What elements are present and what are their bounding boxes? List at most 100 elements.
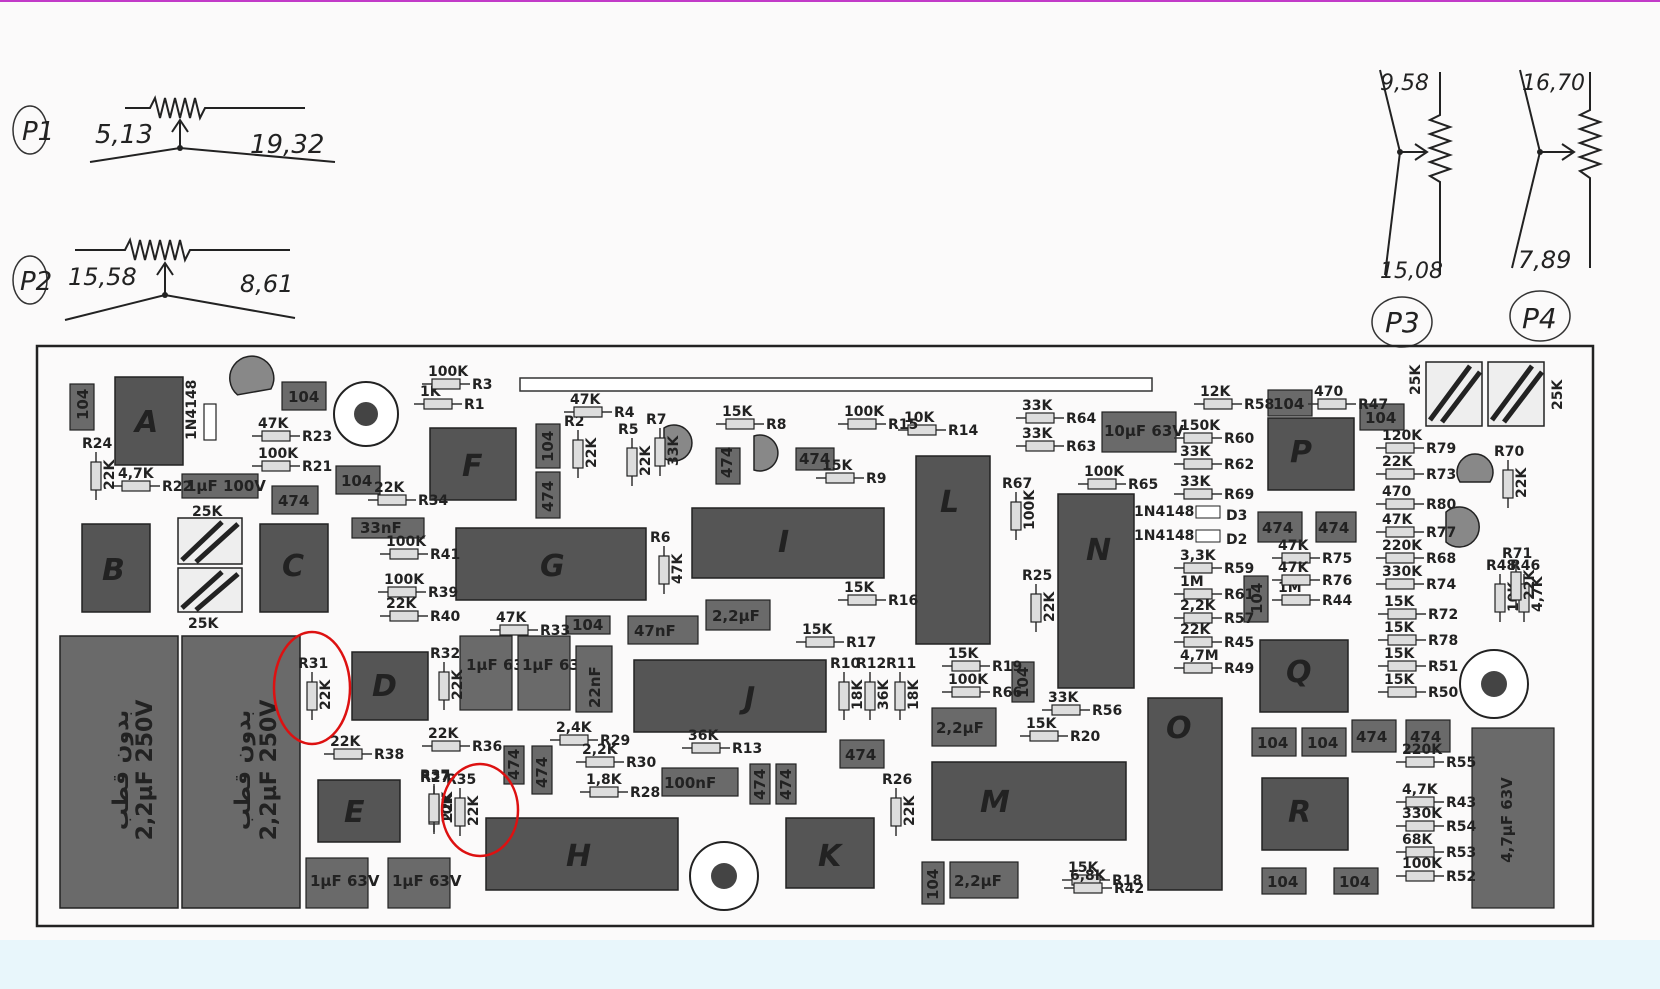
resistor-r71-value: 22K	[1522, 569, 1538, 600]
resistor-r6-ref: R6	[650, 530, 671, 546]
resistor-r10-value: 18K	[850, 679, 866, 710]
cap-474-5-label: 474	[845, 746, 876, 764]
ic-o: O	[1147, 697, 1223, 891]
resistor-r77-ref: R77	[1426, 525, 1456, 541]
ic-g: G	[455, 527, 647, 601]
transistor-2	[663, 424, 693, 462]
resistor-r46-value: 4,7K	[1530, 575, 1546, 612]
resistor-r73-ref: R73	[1426, 467, 1456, 483]
resistor-r19-value: 15K	[948, 646, 979, 662]
trimmer-3: 25K	[1408, 361, 1483, 427]
cap-104-14: 104	[921, 861, 945, 905]
ic-k-label: K	[818, 839, 844, 874]
resistor-r14-value: 10K	[904, 410, 935, 426]
resistor-r65-ref: R65	[1128, 477, 1158, 493]
cap-10uf: 10µF 63V	[1101, 411, 1184, 453]
resistor-r70-value: 22K	[1514, 467, 1530, 498]
resistor-r13-value: 36K	[688, 728, 719, 744]
pot-p1-right-value: 19,32	[250, 130, 324, 160]
resistor-r54-ref: R54	[1446, 819, 1477, 835]
resistor-r46-ref: R46	[1510, 558, 1540, 574]
cap-474-11-label: 474	[533, 757, 551, 788]
cap-104-4: 104	[1267, 389, 1313, 417]
resistor-r17-value: 15K	[802, 622, 833, 638]
pot-p1-left-value: 5,13	[95, 120, 153, 150]
resistor-r2-ref: R2	[564, 414, 585, 430]
cap-474-3: 474	[715, 447, 741, 485]
resistor-r73: R73 22K	[1376, 454, 1456, 483]
resistor-r30-ref: R30	[626, 755, 657, 771]
ic-r-label: R	[1288, 795, 1311, 830]
ic-e: E	[317, 779, 401, 843]
cap-4u7-63v-label: 4,7µF 63V	[1498, 777, 1516, 863]
cap-104-12-label: 104	[1248, 583, 1266, 614]
trimmer-4: 25K	[1487, 361, 1566, 427]
resistor-r5-value: 22K	[638, 445, 654, 476]
cap-4u7-63v: 4,7µF 63V	[1471, 727, 1555, 909]
resistor-r72-ref: R72	[1428, 607, 1458, 623]
cap-474-1-label: 474	[278, 492, 309, 510]
ic-l-label: L	[940, 485, 959, 520]
resistor-r13-ref: R13	[732, 741, 762, 757]
resistor-r73-value: 22K	[1382, 454, 1413, 470]
resistor-r15-ref: R15	[888, 417, 918, 433]
resistor-r72: R72 15K	[1378, 594, 1458, 623]
resistor-r7-value: 33K	[666, 435, 682, 466]
cap-33nf-label: 33nF	[360, 519, 402, 537]
resistor-r4-ref: R4	[614, 405, 635, 421]
pot-p1: P1 5,13 19,32	[12, 95, 336, 163]
resistor-r68-ref: R68	[1426, 551, 1456, 567]
mount-hole-2	[689, 841, 759, 911]
resistor-r18-ref: R18	[1112, 873, 1142, 889]
cap-474-4-label: 474	[799, 450, 830, 468]
ic-j-label: J	[739, 681, 755, 716]
resistor-r8-ref: R8	[766, 417, 787, 433]
resistor-r14-ref: R14	[948, 423, 979, 439]
resistor-r72-value: 15K	[1384, 594, 1415, 610]
resistor-r69-ref: R69	[1224, 487, 1254, 503]
cap-1uf-63v-2: 1µF 63V	[517, 635, 592, 711]
resistor-r64-value: 33K	[1022, 398, 1053, 414]
resistor-r61-value: 1M	[1180, 574, 1204, 590]
ic-f: F	[429, 427, 517, 501]
diode-4: D2	[1226, 532, 1247, 548]
resistor-r35-value: 22K	[466, 795, 482, 826]
resistor-r60-value: 150K	[1180, 418, 1221, 434]
ic-o-label: O	[1166, 711, 1192, 746]
cap-474-13-label: 474	[777, 769, 795, 800]
pot-p4-label: P4	[1522, 302, 1557, 335]
pot-p2-right-value: 8,61	[240, 270, 293, 298]
resistor-r9-ref: R9	[866, 471, 887, 487]
resistor-r51-value: 15K	[1384, 646, 1415, 662]
ic-c: C	[259, 523, 329, 613]
resistor-r45-value: 22K	[1180, 622, 1211, 638]
trimmer-2-label: 25K	[188, 616, 219, 632]
cap-474-10: 474	[503, 745, 525, 785]
resistor-r21-value: 100K	[258, 446, 299, 462]
trimmer-1: 25K	[177, 504, 243, 565]
resistor-r31-value: 22K	[318, 679, 334, 710]
cap-2u2-3-label: 2,2µF	[954, 872, 1002, 890]
resistor-r15-value: 100K	[844, 404, 885, 420]
trimmer-3-label: 25K	[1408, 364, 1424, 395]
transistor-4	[1456, 453, 1494, 483]
resistor-r40-value: 22K	[386, 596, 417, 612]
resistor-r78-value: 15K	[1384, 620, 1415, 636]
cap-1uf-63v-4: 1µF 63V	[387, 857, 462, 909]
